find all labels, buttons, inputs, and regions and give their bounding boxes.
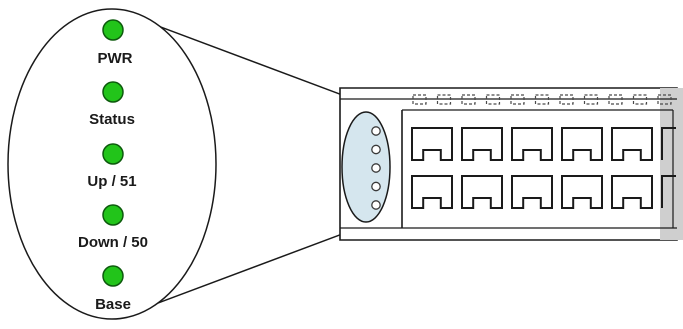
- port-status-led: [559, 94, 574, 105]
- ethernet-port-partial: [661, 175, 676, 208]
- ethernet-ports: [411, 127, 676, 209]
- ethernet-port-partial: [661, 127, 676, 160]
- port-status-led: [632, 94, 648, 105]
- port-status-led: [510, 94, 525, 105]
- port-status-led: [608, 94, 623, 105]
- ethernet-port: [461, 127, 503, 161]
- led-status: [102, 81, 124, 103]
- led-label-base: Base: [95, 296, 131, 313]
- port-status-leds: [412, 94, 672, 105]
- led-up-51: [102, 143, 124, 165]
- port-status-led: [583, 94, 599, 105]
- led-panel-small-indicator: [371, 144, 381, 155]
- ethernet-port: [561, 175, 603, 209]
- led-item-up-51: Up / 51: [87, 143, 137, 190]
- port-status-led: [461, 94, 476, 105]
- switch-chassis: [339, 87, 683, 241]
- ethernet-port: [561, 127, 603, 161]
- port-status-led: [412, 94, 427, 105]
- led-item-down-50: Down / 50: [78, 204, 148, 251]
- ethernet-port: [411, 175, 453, 209]
- led-label-up-51: Up / 51: [87, 173, 136, 190]
- led-item-pwr: PWR: [98, 19, 133, 67]
- ethernet-port: [511, 175, 553, 209]
- ethernet-port: [611, 175, 653, 209]
- ethernet-port: [611, 127, 653, 161]
- led-pwr: [102, 19, 124, 41]
- led-panel-small-indicator: [371, 181, 381, 192]
- led-panel-small-indicator: [371, 200, 381, 210]
- chassis-right-shade: [660, 88, 683, 240]
- port-status-led: [534, 94, 550, 105]
- led-panel-small: [341, 111, 391, 223]
- led-item-status: Status: [89, 81, 135, 128]
- led-panel-small-indicator: [371, 126, 381, 136]
- ethernet-port: [411, 127, 453, 161]
- port-status-led: [657, 94, 672, 105]
- led-base: [102, 265, 124, 287]
- port-status-led: [485, 94, 501, 105]
- led-item-base: Base: [95, 265, 131, 313]
- ethernet-port: [511, 127, 553, 161]
- led-panel-small-indicators: [371, 126, 381, 210]
- led-label-pwr: PWR: [98, 50, 133, 67]
- ethernet-port: [461, 175, 503, 209]
- port-status-led: [436, 94, 452, 105]
- led-panel-small-indicator: [371, 163, 381, 173]
- led-list: PWR Status Up / 51 Down / 50 Base: [78, 19, 148, 313]
- led-label-status: Status: [89, 111, 135, 128]
- led-label-down-50: Down / 50: [78, 234, 148, 251]
- led-down-50: [102, 204, 124, 226]
